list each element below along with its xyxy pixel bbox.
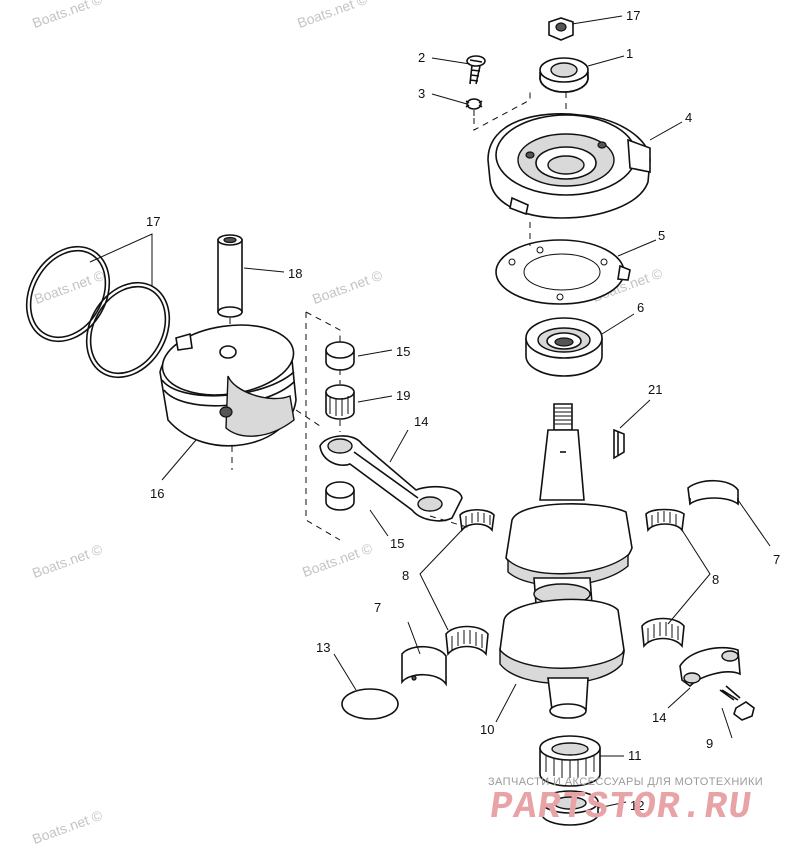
callout-8-right: 8: [712, 572, 719, 587]
part-18-wrist-pin: [217, 234, 243, 345]
part-4-bearing-housing: [473, 92, 651, 219]
part-21-key: [613, 428, 625, 460]
part-6-ball-bearing: [525, 317, 603, 377]
callout-2: 2: [418, 50, 425, 65]
part-5-gasket: [495, 222, 631, 305]
leader-lines: [89, 15, 771, 809]
callout-18: 18: [288, 266, 302, 281]
part-14-connecting-rod: [319, 435, 471, 529]
callout-15-lower: 15: [390, 536, 404, 551]
part-3-lockwasher: [465, 98, 483, 120]
part-8-needle-cage-lower-left: [445, 625, 489, 657]
part-17-piston-rings: [25, 245, 171, 379]
part-7-race-lower-left: [401, 645, 447, 687]
callout-14-cap: 14: [652, 710, 666, 725]
part-2-screw: [466, 55, 486, 85]
callout-7-right: 7: [773, 552, 780, 567]
callout-14-rod: 14: [414, 414, 428, 429]
part-10-crankshaft: [499, 403, 633, 719]
brand-tagline: ЗАПЧАСТИ И АКСЕССУАРЫ ДЛЯ МОТОТЕХНИКИ: [488, 776, 764, 788]
callout-12: 12: [630, 798, 644, 813]
callout-10: 10: [480, 722, 494, 737]
callout-8-left: 8: [402, 568, 409, 583]
callout-17: 17: [146, 214, 160, 229]
callout-11: 11: [628, 748, 642, 763]
part-8-needle-cage-upper-left: [459, 508, 495, 533]
callout-21: 21: [648, 382, 662, 397]
callout-3: 3: [418, 86, 425, 101]
brand-logo: PARTSTOR.RU: [486, 786, 755, 829]
part-8-needle-cage-lower-right: [641, 617, 685, 649]
part-19-needle-bearing: [325, 384, 355, 420]
callout-13: 13: [316, 640, 330, 655]
part-14-rod-cap: [679, 646, 741, 688]
part-15-washer-lower: [325, 481, 355, 511]
callout-5: 5: [658, 228, 665, 243]
part-11-roller-bearing: [539, 735, 601, 787]
part-15-washer-upper: [325, 341, 355, 371]
callout-15-upper: 15: [396, 344, 410, 359]
callout-9: 9: [706, 736, 713, 751]
part-12-seal: [541, 790, 599, 826]
part-20-nut: [548, 17, 574, 41]
part-16-piston: [159, 324, 321, 470]
part-9-bolt: [719, 685, 755, 721]
callout-labels: 17 1 2 3 4 5 6 7 7 8 8 9 10 11 12 13 14 …: [146, 8, 780, 813]
part-7-race-upper-right: [687, 479, 739, 506]
part-1-seal: [539, 57, 589, 93]
callout-19: 19: [396, 388, 410, 403]
callout-1: 1: [626, 46, 633, 61]
callout-6: 6: [637, 300, 644, 315]
callout-20: 17: [626, 8, 640, 23]
part-13-shim: [341, 688, 399, 720]
callout-4: 4: [685, 110, 692, 125]
callout-7-left: 7: [374, 600, 381, 615]
callout-16: 16: [150, 486, 164, 501]
part-8-needle-cage-upper-right: [645, 508, 685, 533]
